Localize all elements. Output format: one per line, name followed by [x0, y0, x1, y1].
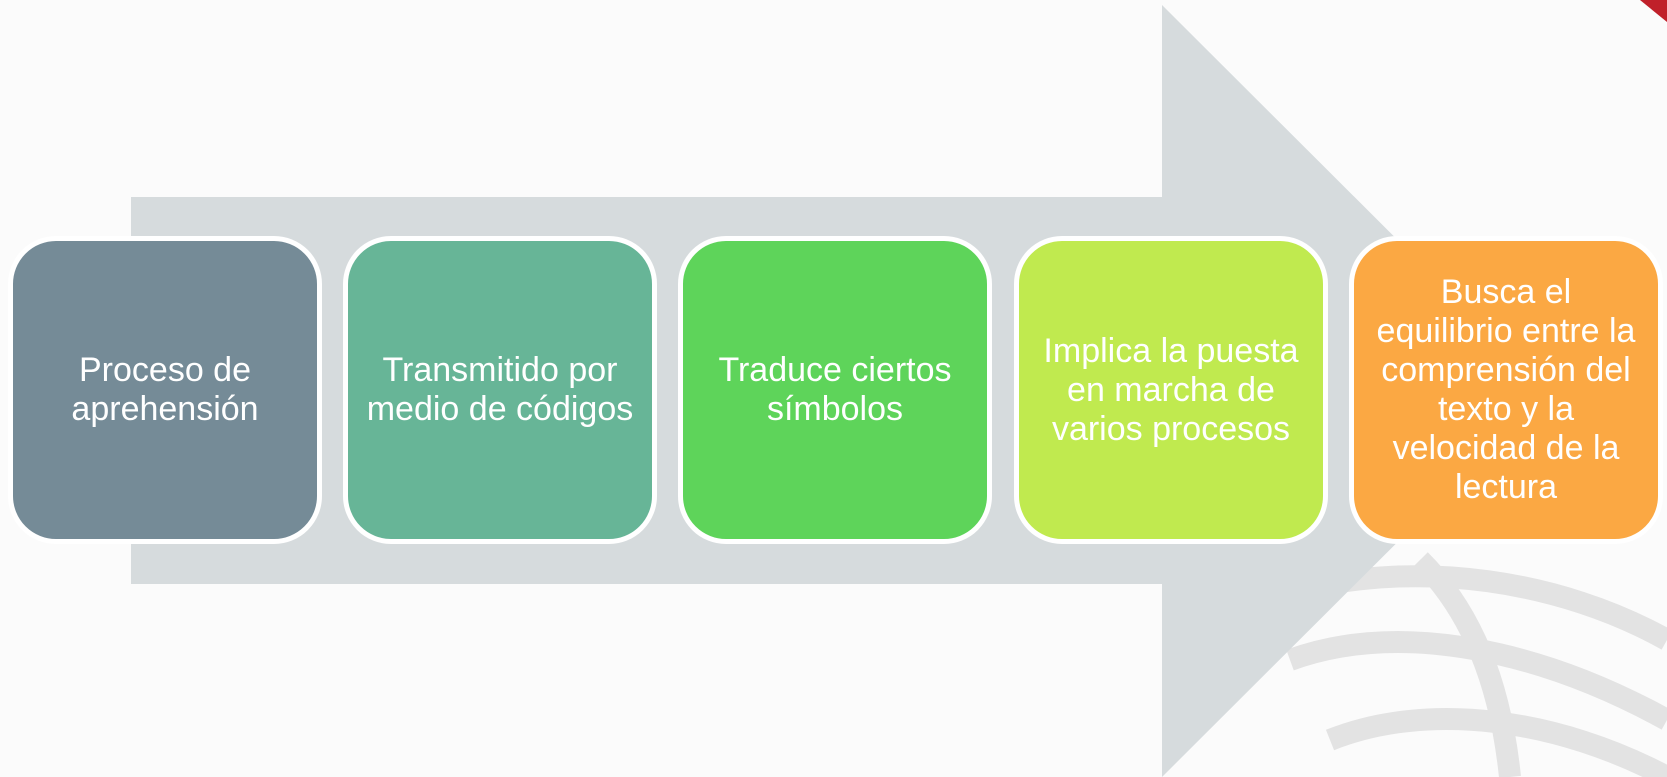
step-label-2: Transmitido por medio de códigos	[366, 351, 634, 428]
step-box-4: Implica la puesta en marcha de varios pr…	[1014, 236, 1328, 544]
step-box-1: Proceso de aprehensión	[8, 236, 322, 544]
step-box-3: Traduce ciertos símbolos	[678, 236, 992, 544]
step-box-2: Transmitido por medio de códigos	[343, 236, 657, 544]
step-label-5: Busca el equilibrio entre la comprensión…	[1376, 273, 1636, 506]
corner-accent	[1640, 0, 1667, 22]
step-label-4: Implica la puesta en marcha de varios pr…	[1043, 331, 1299, 448]
step-label-3: Traduce ciertos símbolos	[718, 351, 952, 428]
step-box-5: Busca el equilibrio entre la comprensión…	[1349, 236, 1663, 544]
step-label-1: Proceso de aprehensión	[71, 351, 259, 428]
